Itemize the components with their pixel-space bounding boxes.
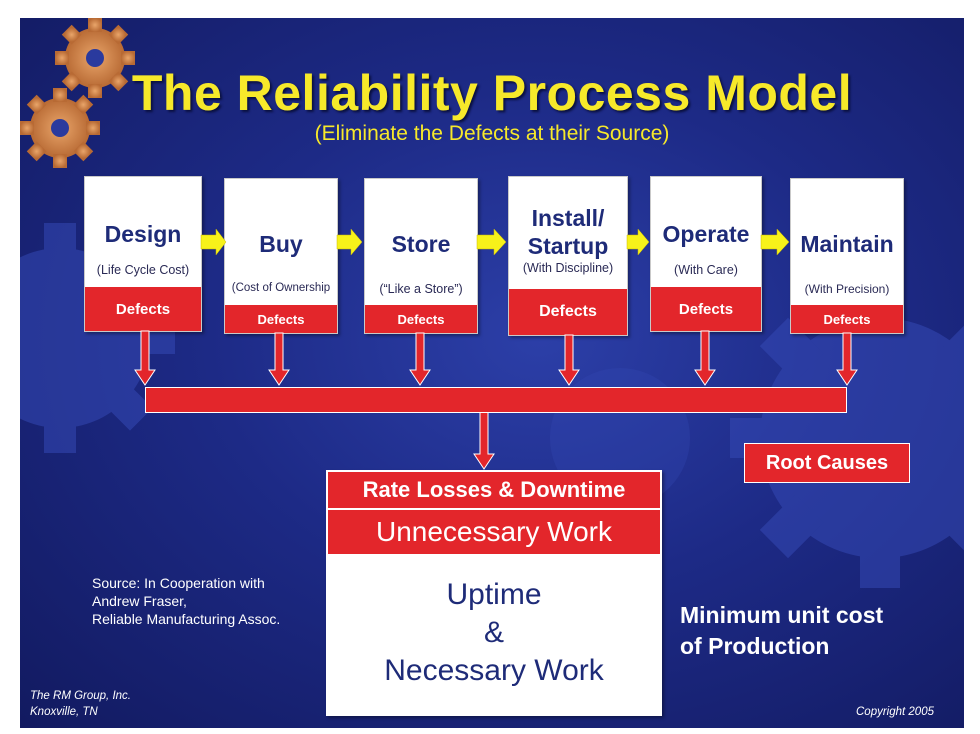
unnecessary-work-label: Unnecessary Work — [328, 510, 660, 554]
min-unit-cost-note: Minimum unit cost of Production — [680, 600, 883, 662]
footer-copyright: Copyright 2005 — [856, 706, 934, 718]
stage-design-sub: (Life Cycle Cost) — [96, 263, 190, 277]
slide-subtitle: (Eliminate the Defects at their Source) — [314, 122, 670, 145]
stage-install-sub: (With Discipline) — [522, 261, 614, 275]
flow-arrows-icon — [134, 228, 858, 470]
stage-store: Store (“Like a Store”) Defects — [364, 178, 478, 334]
necessary-work-label: Necessary Work — [384, 654, 604, 687]
source-line2: Andrew Fraser, — [92, 593, 187, 609]
stage-design: Design (Life Cycle Cost) Defects — [84, 176, 202, 332]
stage-buy-name: Buy — [259, 231, 303, 257]
slide: The Reliability Process Model (Eliminate… — [20, 18, 964, 728]
footer-org-line1: The RM Group, Inc. — [30, 690, 131, 702]
footer-page-mark: 1 — [498, 708, 504, 719]
stage-buy-defects: Defects — [225, 304, 337, 333]
stage-install-defects: Defects — [509, 288, 627, 335]
rate-losses-label: Rate Losses & Downtime — [328, 472, 660, 508]
stage-store-defects: Defects — [365, 304, 477, 333]
stage-operate-sub: (With Care) — [674, 263, 738, 277]
stage-install-startup: Install/ Startup (With Discipline) Defec… — [508, 176, 628, 336]
source-line1: Source: In Cooperation with — [92, 575, 265, 591]
outcome-box: Rate Losses & Downtime Unnecessary Work … — [326, 470, 662, 716]
stage-operate: Operate (With Care) Defects — [650, 176, 762, 332]
stage-maintain-name: Maintain — [800, 231, 894, 257]
footer-org: The RM Group, Inc. Knoxville, TN — [30, 688, 131, 720]
stage-design-name: Design — [104, 221, 182, 247]
stage-maintain-defects: Defects — [791, 304, 903, 333]
min-cost-line2: of Production — [680, 633, 830, 659]
stage-store-name: Store — [391, 231, 451, 257]
stage-operate-name: Operate — [662, 221, 750, 247]
min-cost-line1: Minimum unit cost — [680, 602, 884, 628]
stage-maintain-sub: (With Precision) — [804, 282, 890, 296]
stage-operate-defects: Defects — [651, 286, 761, 331]
stage-design-defects: Defects — [85, 286, 201, 331]
stage-buy-sub: (Cost of Ownership — [231, 282, 331, 294]
slide-title: The Reliability Process Model — [131, 65, 853, 121]
uptime-label: Uptime — [446, 578, 542, 611]
stage-install-name-line1: Install/ — [531, 205, 605, 231]
ampersand-label: & — [483, 616, 504, 649]
source-note: Source: In Cooperation with Andrew Frase… — [92, 574, 280, 628]
defects-collector-bar — [145, 387, 847, 413]
root-causes-box: Root Causes — [744, 443, 910, 483]
source-line3: Reliable Manufacturing Assoc. — [92, 611, 281, 627]
footer-org-line2: Knoxville, TN — [30, 706, 98, 718]
stage-install-name-line2: Startup — [527, 233, 609, 259]
stage-maintain: Maintain (With Precision) Defects — [790, 178, 904, 334]
stage-store-sub: (“Like a Store”) — [379, 282, 463, 296]
